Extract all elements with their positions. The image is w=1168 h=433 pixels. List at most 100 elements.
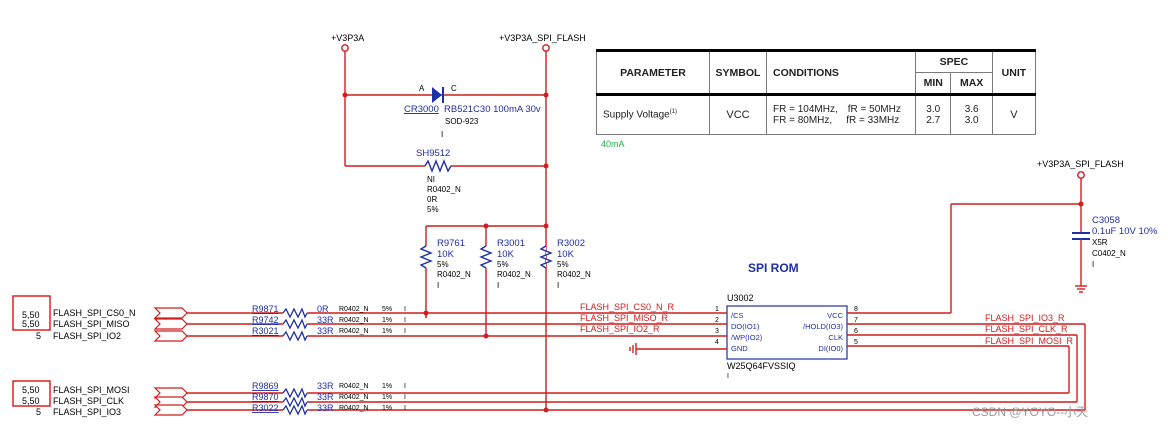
series-tol: 1%	[382, 328, 392, 335]
series-value: 33R	[317, 326, 334, 336]
resistor-icon	[479, 245, 493, 269]
chip-ground-icon	[629, 343, 637, 355]
series-value: 33R	[317, 403, 334, 413]
port-name: FLASH_SPI_IO3	[53, 407, 121, 417]
chip-u3002: U3002 /CS DO(IO1) /WP(IO2) GND VCC /HOLD…	[715, 293, 858, 380]
cell-symbol: VCC	[709, 94, 767, 135]
pullup-value: 10K	[497, 249, 515, 260]
cap-value: 0.1uF 10V 10%	[1092, 226, 1158, 237]
pullup-tol: 5%	[557, 260, 569, 269]
cond-2a: FR = 80MHz,	[773, 115, 833, 126]
port-name: FLASH_SPI_CLK	[53, 396, 124, 406]
cond-1a: FR = 104MHz,	[773, 104, 838, 115]
chip-pin-hold: /HOLD(IO3)	[803, 322, 844, 331]
cap-ref: C3058	[1092, 215, 1120, 226]
port-sheet: 5	[36, 407, 41, 417]
resistor-icon	[282, 404, 308, 416]
series-ref: R3021	[252, 326, 279, 336]
series-pkg: R0402_N	[339, 306, 369, 313]
pullup-value: 10K	[557, 249, 575, 260]
series-pkg: R0402_N	[339, 394, 369, 401]
chip-part: W25Q64FVSSIQ	[727, 361, 796, 371]
rail-terminal-icon	[1077, 171, 1085, 179]
col-symbol: SYMBOL	[709, 49, 767, 96]
param-footnote: (1)	[669, 109, 678, 116]
series-ref: R9742	[252, 315, 279, 325]
series-ref: R9869	[252, 381, 279, 391]
power-rail-v3p3a-spi-flash-right: +V3P3A_SPI_FLASH	[950, 159, 1124, 313]
chip-pin-do: DO(IO1)	[731, 322, 760, 331]
port-name: FLASH_SPI_MOSI	[53, 385, 130, 395]
port-name: FLASH_SPI_CS0_N	[53, 308, 136, 318]
diode-tick: I	[441, 130, 443, 139]
net-label-io3: FLASH_SPI_IO3_R	[985, 313, 1065, 323]
series-tick: I	[404, 405, 406, 412]
pullup-ref: R3001	[497, 238, 525, 249]
pullup-ref: R3002	[557, 238, 585, 249]
min-2: 2.7	[926, 115, 941, 126]
series-tol: 1%	[382, 394, 392, 401]
col-spec: SPEC	[915, 49, 993, 73]
pin-num-4: 4	[715, 339, 719, 346]
port-arrow-icon	[153, 307, 188, 319]
port-arrow-icon	[153, 318, 188, 330]
cell-parameter: Supply Voltage(1)	[596, 94, 710, 135]
watermark: CSDN @YOYO--小天	[972, 405, 1088, 419]
port-sheet: 5,50	[22, 385, 40, 395]
col-min: MIN	[914, 72, 952, 96]
diode-pin-a: A	[419, 84, 425, 93]
cond-1b: fR = 50MHz	[847, 104, 901, 115]
port-sheet: 5,50	[22, 396, 40, 406]
diode-package: SOD-923	[445, 117, 479, 126]
rail-terminal-icon	[341, 44, 349, 52]
net-label-mosi: FLASH_SPI_MOSI_R	[985, 336, 1074, 346]
rail-label-right: +V3P3A_SPI_FLASH	[1037, 159, 1124, 169]
rail-terminal-icon	[542, 44, 550, 52]
chip-pin-wp: /WP(IO2)	[731, 333, 763, 342]
shunt-sh9512: SH9512 NI R0402_N 0R 5%	[416, 148, 461, 214]
cap-dielectric: X5R	[1092, 238, 1108, 247]
pullup-tick: I	[557, 281, 559, 290]
capacitor-c3058: C3058 0.1uF 10V 10% X5R C0402_N I	[1072, 215, 1158, 293]
chip-pin-cs: /CS	[731, 311, 744, 320]
series-tick: I	[404, 306, 406, 313]
pin-num-3: 3	[715, 328, 719, 335]
resistor-icon	[539, 245, 553, 269]
pullup-pkg: R0402_N	[437, 270, 471, 279]
series-value: 33R	[317, 381, 334, 391]
resistor-icon	[282, 387, 308, 399]
series-tol: 5%	[382, 306, 392, 313]
series-tick: I	[404, 328, 406, 335]
resistor-icon	[282, 307, 308, 319]
port-highlight-box-top	[12, 295, 51, 331]
series-pkg: R0402_N	[339, 328, 369, 335]
chip-tick: I	[727, 373, 729, 380]
cell-conditions: FR = 104MHz,fR = 50MHz FR = 80MHz,fR = 3…	[766, 94, 916, 135]
pullup-tol: 5%	[437, 260, 449, 269]
series-resistor-icons	[282, 307, 308, 416]
pin-num-7: 7	[854, 317, 858, 324]
series-ref: R3022	[252, 403, 279, 413]
port-arrow-icon	[153, 404, 188, 416]
power-rail-v3p3a: +V3P3A	[331, 33, 364, 166]
diode-pin-c: C	[451, 84, 457, 93]
series-resistor-labels: R9871 0R R0402_N 5% I R9742 33R R0402_N …	[252, 304, 406, 413]
pullup-pkg: R0402_N	[497, 270, 531, 279]
series-value: 33R	[317, 392, 334, 402]
resistor-icon	[419, 245, 433, 269]
pullup-tol: 5%	[497, 260, 509, 269]
port-name: FLASH_SPI_IO2	[53, 331, 121, 341]
resistor-icon	[424, 159, 452, 173]
net-label-miso: FLASH_SPI_MISO_R	[580, 313, 669, 323]
rail-label-v3p3a-spi-flash: +V3P3A_SPI_FLASH	[499, 33, 586, 43]
pin-num-6: 6	[854, 328, 858, 335]
port-sheet: 5	[36, 331, 41, 341]
series-ref: R9870	[252, 392, 279, 402]
series-ref: R9871	[252, 304, 279, 314]
series-pkg: R0402_N	[339, 383, 369, 390]
pullup-value: 10K	[437, 249, 455, 260]
series-value: 33R	[317, 315, 334, 325]
max-2: 3.0	[964, 115, 979, 126]
